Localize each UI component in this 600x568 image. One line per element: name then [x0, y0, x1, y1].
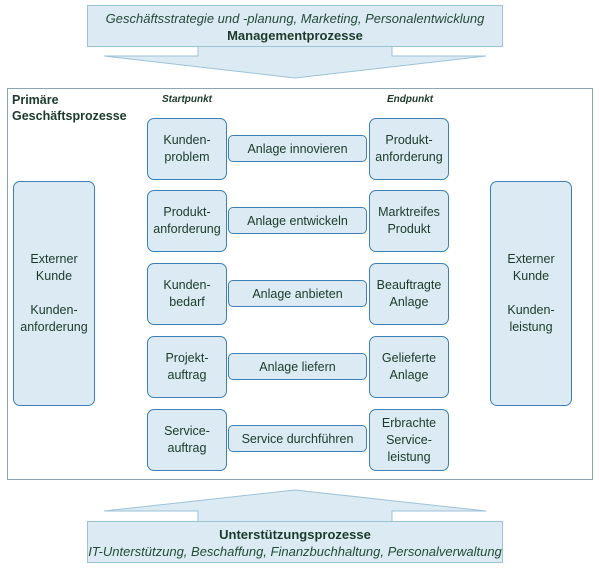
management-band: Geschäftsstrategie und -planung, Marketi…: [87, 5, 503, 47]
start-label: Startpunkt: [162, 94, 212, 105]
process-box: Anlage liefern: [228, 353, 367, 380]
process-box: Anlage entwickeln: [228, 207, 367, 234]
external-customer-right: Externer Kunde Kunden- leistung: [490, 181, 572, 406]
support-arrow: [103, 489, 487, 523]
start-box: Kunden- problem: [147, 118, 227, 180]
start-box: Kunden- bedarf: [147, 263, 227, 325]
start-box: Produkt- anforderung: [147, 190, 227, 252]
end-box: Produkt- anforderung: [369, 118, 449, 180]
process-box: Service durchführen: [228, 425, 367, 452]
end-box: Erbrachte Service- leistung: [369, 409, 449, 471]
support-subtitle: IT-Unterstützung, Beschaffung, Finanzbuc…: [88, 544, 502, 559]
process-box: Anlage innovieren: [228, 135, 367, 162]
support-band: Unterstützungsprozesse IT-Unterstützung,…: [87, 521, 503, 563]
end-box: Gelieferte Anlage: [369, 336, 449, 398]
external-customer-left: Externer Kunde Kunden- anforderung: [13, 181, 95, 406]
process-box: Anlage anbieten: [228, 280, 367, 307]
start-box: Service- auftrag: [147, 409, 227, 471]
management-title: Managementprozesse: [227, 28, 363, 43]
management-subtitle: Geschäftsstrategie und -planung, Marketi…: [105, 11, 485, 26]
support-title: Unterstützungsprozesse: [219, 527, 371, 542]
end-box: Marktreifes Produkt: [369, 190, 449, 252]
management-arrow: [103, 45, 487, 79]
start-box: Projekt- auftrag: [147, 336, 227, 398]
end-label: Endpunkt: [387, 94, 434, 105]
end-box: Beauftragte Anlage: [369, 263, 449, 325]
primary-title: Primäre Geschäftsprozesse: [12, 93, 127, 123]
